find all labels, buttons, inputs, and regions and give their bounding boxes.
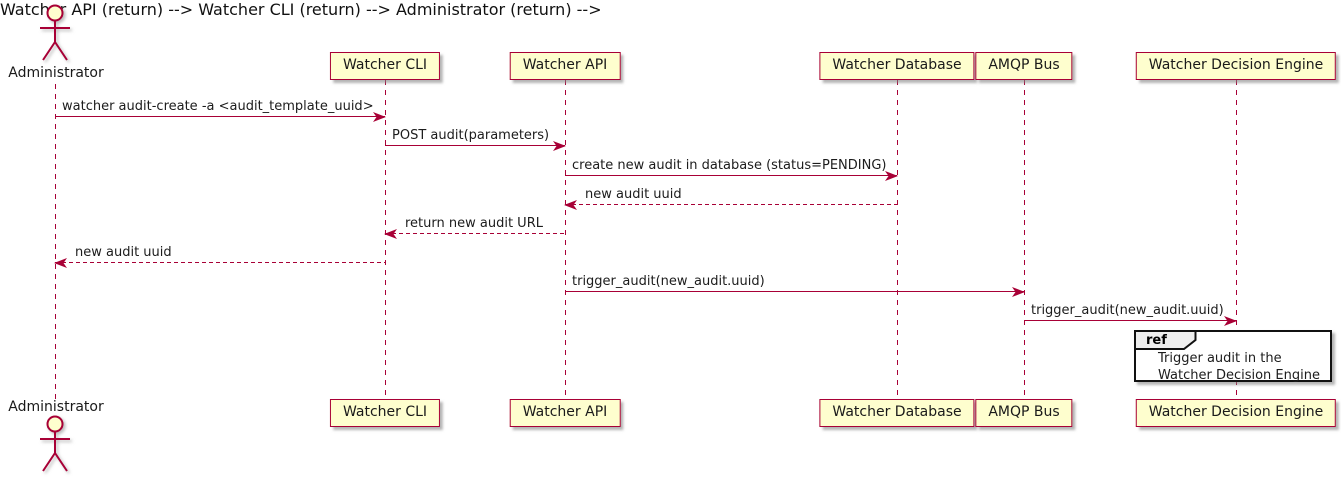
message-line — [55, 115, 385, 117]
message-new-audit-uuid-db: new audit uuid — [564, 186, 897, 210]
participant-watcher-api-top: Watcher API — [509, 52, 621, 80]
ref-text-line1: Trigger audit in the — [1158, 351, 1282, 366]
arrowhead-left-icon — [564, 199, 577, 210]
message-line — [565, 290, 1024, 292]
message-label: create new audit in database (status=PEN… — [572, 158, 887, 173]
lifeline-watcher-database — [897, 80, 898, 399]
arrowhead-left-icon — [54, 257, 67, 268]
actor-label-top: Administrator — [8, 65, 104, 81]
message-post-audit: POST audit(parameters) — [385, 127, 566, 151]
participant-amqp-bus-bottom: AMQP Bus — [975, 399, 1073, 427]
participant-watcher-decision-engine-top: Watcher Decision Engine — [1135, 52, 1337, 80]
message-line — [565, 203, 897, 205]
actor-icon — [40, 4, 70, 61]
ref-tab-shape — [1135, 331, 1197, 350]
arrowhead-left-icon — [384, 228, 397, 239]
participant-amqp-bus-top: AMQP Bus — [975, 52, 1073, 80]
ref-text-line2: Watcher Decision Engine — [1158, 367, 1320, 383]
message-label: trigger_audit(new_audit.uuid) — [572, 274, 765, 289]
participant-watcher-database-bottom: Watcher Database — [819, 399, 975, 427]
arrowhead-right-icon — [1012, 286, 1025, 297]
lifeline-watcher-decision-engine — [1236, 80, 1237, 399]
message-line — [55, 261, 385, 263]
message-line — [385, 144, 565, 146]
message-new-audit-uuid-cli: new audit uuid — [54, 244, 385, 268]
lifeline-watcher-api — [565, 80, 566, 399]
message-label: new audit uuid — [75, 245, 172, 260]
message-audit-create: watcher audit-create -a <audit_template_… — [55, 98, 386, 122]
participant-watcher-cli-bottom: Watcher CLI — [329, 399, 441, 427]
message-label: watcher audit-create -a <audit_template_… — [62, 99, 374, 114]
message-label: new audit uuid — [585, 187, 682, 202]
ref-text: Trigger audit in the Watcher Decision En… — [1158, 351, 1320, 384]
message-create-audit-db: create new audit in database (status=PEN… — [565, 157, 898, 181]
arrowhead-right-icon — [553, 140, 566, 151]
participant-watcher-decision-engine-bottom: Watcher Decision Engine — [1135, 399, 1337, 427]
message-label: POST audit(parameters) — [392, 128, 550, 143]
message-line — [385, 232, 565, 234]
message-label: trigger_audit(new_audit.uuid) — [1031, 303, 1224, 318]
arrowhead-right-icon — [885, 170, 898, 181]
message-trigger-audit-engine: trigger_audit(new_audit.uuid) — [1024, 302, 1237, 326]
message-return-audit-url: return new audit URL — [384, 215, 565, 239]
message-line — [1024, 319, 1236, 321]
lifeline-watcher-cli — [385, 80, 386, 399]
arrowhead-right-icon — [1224, 315, 1237, 326]
lifeline-amqp-bus — [1024, 80, 1025, 399]
actor-icon — [40, 415, 70, 472]
actor-label-bottom: Administrator — [8, 399, 104, 415]
message-line — [565, 174, 897, 176]
message-label: return new audit URL — [405, 216, 543, 231]
ref-fragment: ref Trigger audit in the Watcher Decisio… — [1134, 330, 1332, 384]
arrowhead-right-icon — [373, 111, 386, 122]
participant-watcher-api-bottom: Watcher API — [509, 399, 621, 427]
participant-watcher-cli-top: Watcher CLI — [329, 52, 441, 80]
message-trigger-audit-amqp: trigger_audit(new_audit.uuid) — [565, 273, 1025, 297]
ref-keyword: ref — [1146, 333, 1167, 348]
participant-watcher-database-top: Watcher Database — [819, 52, 975, 80]
lifeline-administrator — [55, 84, 56, 399]
